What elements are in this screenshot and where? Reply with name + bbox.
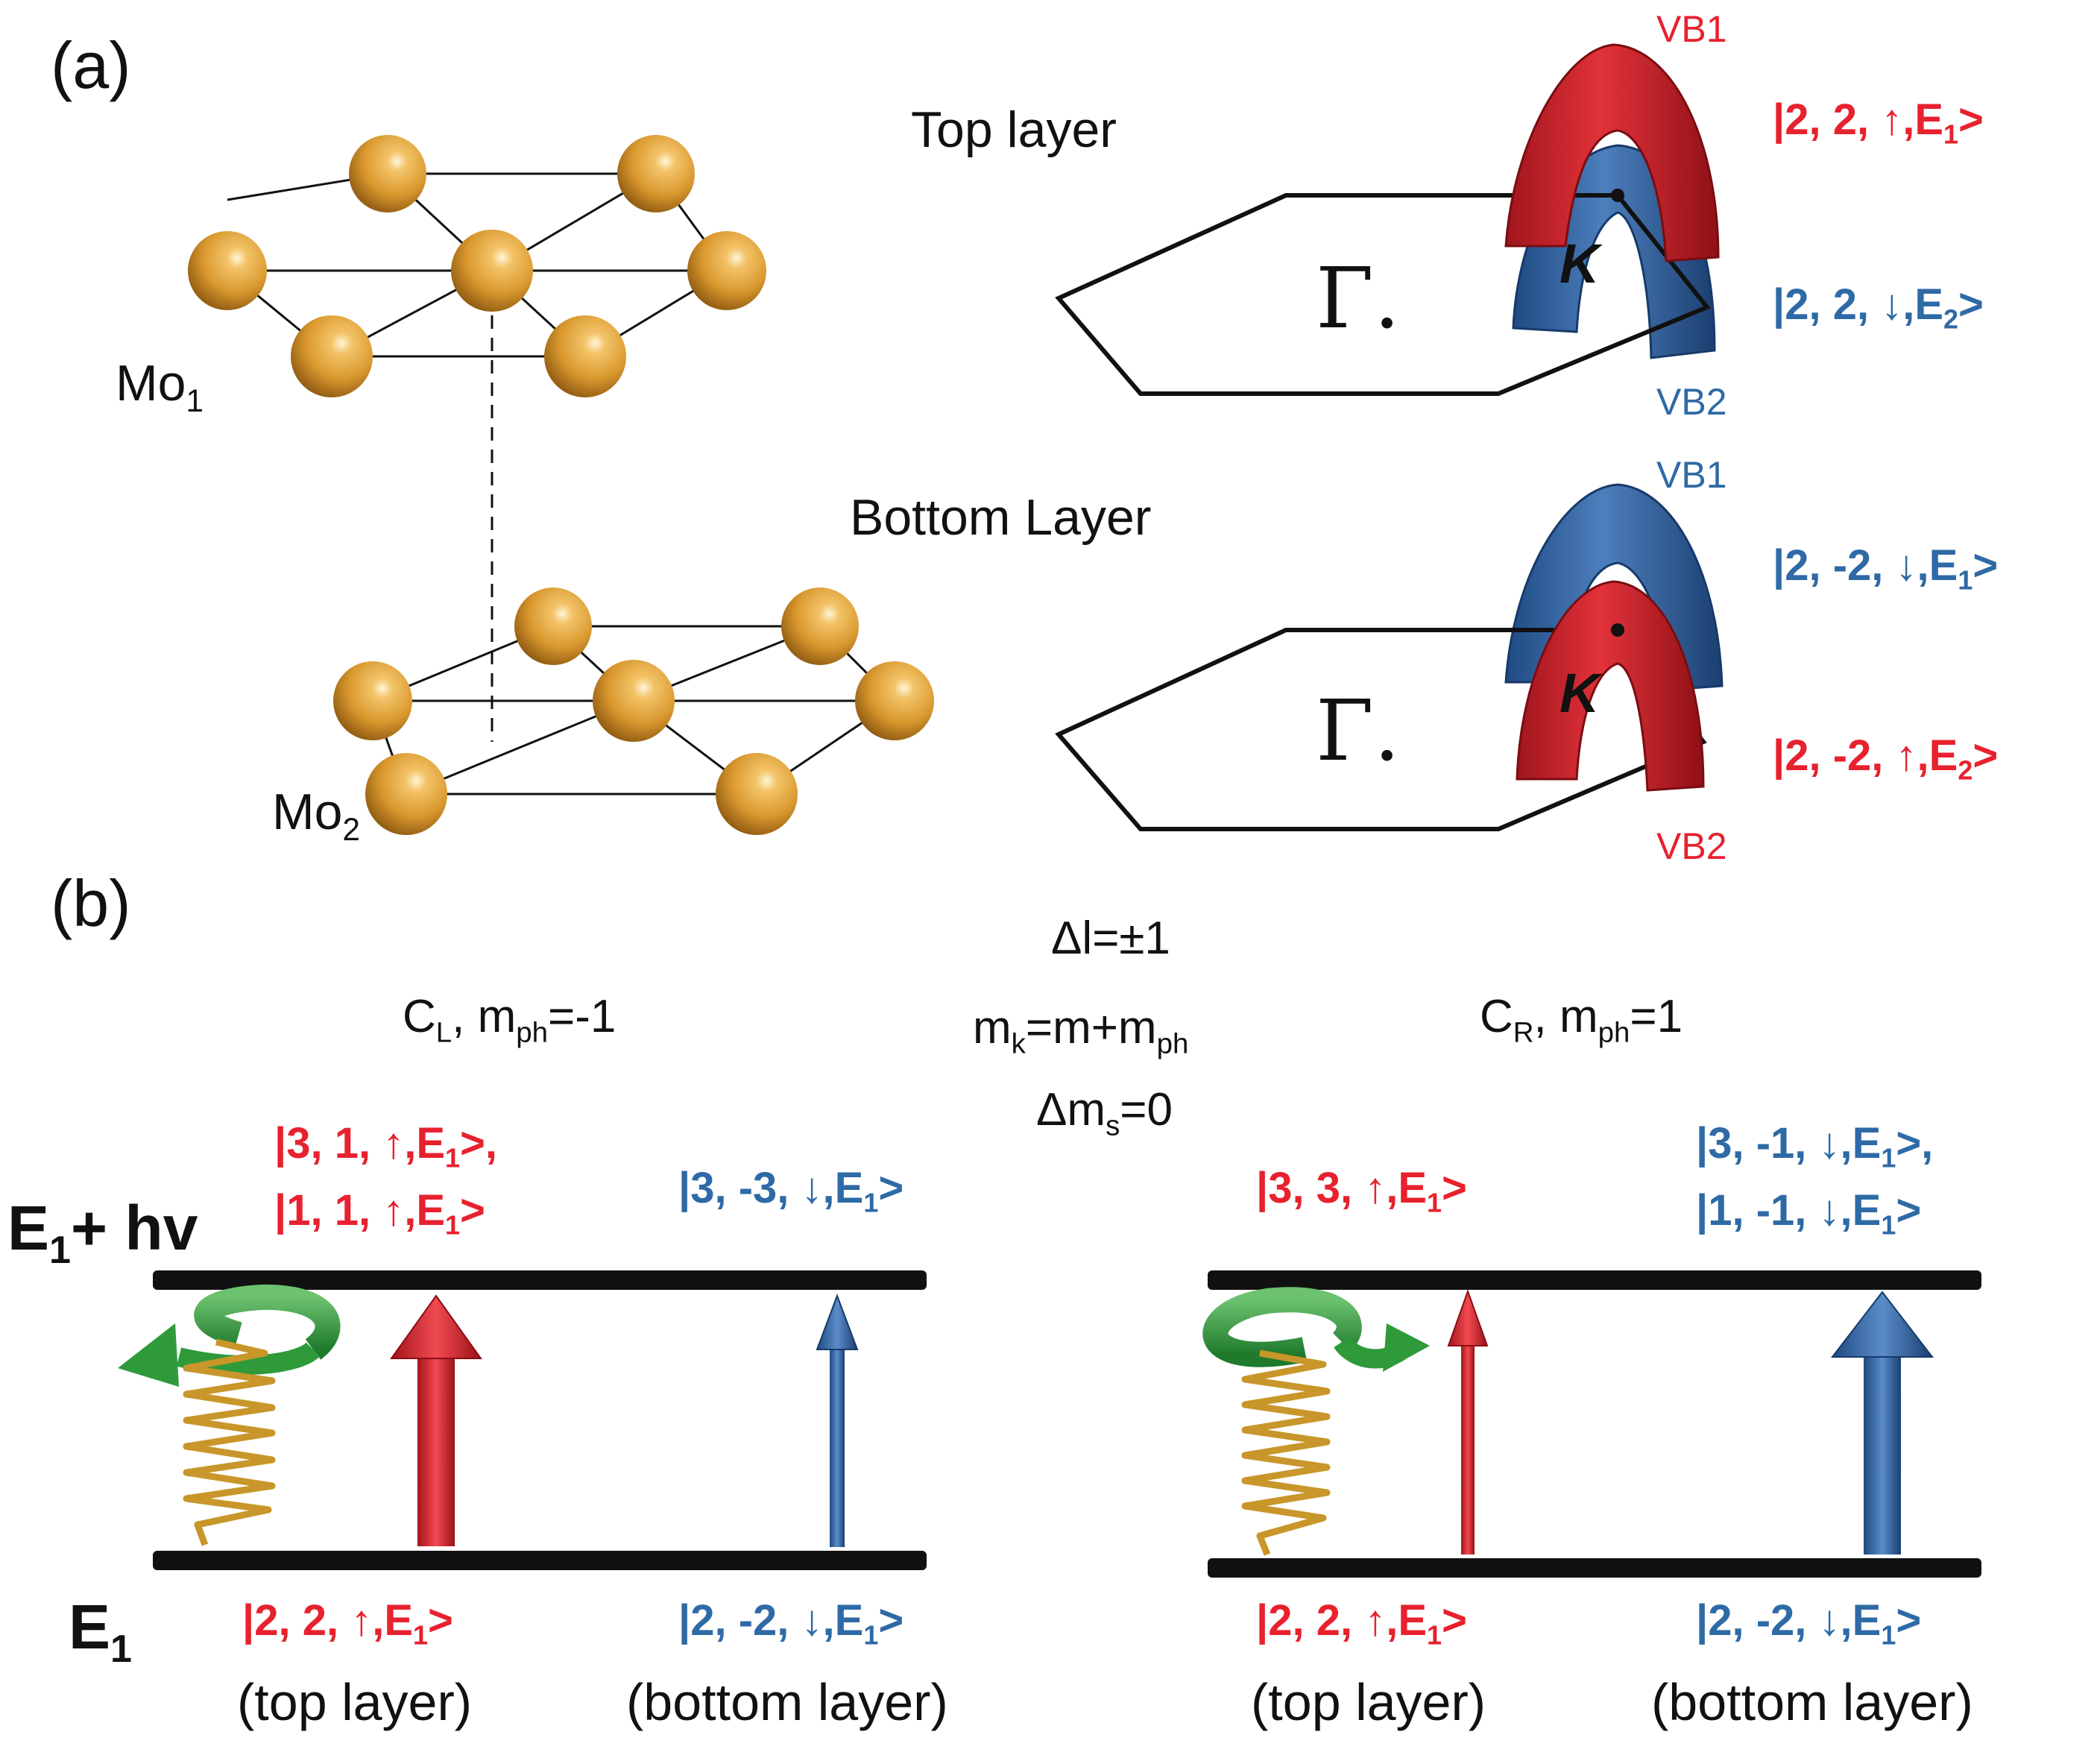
bottom-state-2: |2, -2, ↑,E2> bbox=[1773, 731, 1999, 786]
left-lower-level bbox=[153, 1551, 927, 1570]
left-upper-blue-state: |3, -3, ↓,E1> bbox=[678, 1164, 904, 1218]
right-caption-bottom-layer: (bottom layer) bbox=[1651, 1673, 1973, 1731]
mo1-atom bbox=[291, 315, 373, 397]
top-gamma-label: Γ. bbox=[1316, 251, 1401, 347]
energy-levels bbox=[153, 1270, 1981, 1578]
left-upper-red-state-1: |3, 1, ↑,E1>, bbox=[274, 1119, 497, 1174]
bottom-vb1-label: VB1 bbox=[1656, 454, 1727, 496]
right-upper-blue-state-2: |1, -1, ↓,E1> bbox=[1696, 1186, 1922, 1241]
mo1-atom bbox=[349, 135, 426, 212]
top-vb1-label: VB1 bbox=[1656, 8, 1727, 50]
top-bz-hexagon bbox=[1055, 193, 1711, 396]
right-lower-blue-state: |2, -2, ↓,E1> bbox=[1696, 1596, 1922, 1651]
bottom-k-label: K bbox=[1560, 662, 1600, 724]
left-circular-arrow-icon bbox=[118, 1284, 341, 1387]
panel-label-a: (a) bbox=[51, 28, 131, 102]
mo-atoms bbox=[188, 135, 934, 835]
top-layer-title: Top layer bbox=[911, 101, 1117, 158]
mo2-atom bbox=[365, 753, 447, 835]
right-lower-level bbox=[1208, 1558, 1981, 1578]
mo2-atom bbox=[593, 660, 675, 742]
right-photon-spring-icon bbox=[1241, 1349, 1331, 1556]
mo2-atom bbox=[333, 661, 412, 740]
mo1-atom bbox=[188, 231, 267, 310]
right-circular-arrow-icon bbox=[1202, 1287, 1430, 1372]
mo2-atom bbox=[855, 661, 934, 740]
mo1-atom bbox=[617, 135, 695, 212]
bottom-gamma-label: Γ. bbox=[1316, 683, 1401, 780]
top-vb2-label: VB2 bbox=[1656, 381, 1727, 423]
left-photon-spring-icon bbox=[183, 1338, 276, 1546]
top-state-1: |2, 2, ↑,E1> bbox=[1773, 95, 1984, 150]
top-k-point bbox=[1611, 189, 1624, 202]
right-upper-blue-state-1: |3, -1, ↓,E1>, bbox=[1696, 1119, 1934, 1174]
right-polarization-label: CR, mph=1 bbox=[1480, 991, 1683, 1049]
top-bz bbox=[1055, 43, 1720, 396]
right-upper-red-state: |3, 3, ↑,E1> bbox=[1256, 1164, 1467, 1218]
right-blue-arrow bbox=[1830, 1291, 1934, 1554]
left-lower-blue-state: |2, -2, ↓,E1> bbox=[678, 1596, 904, 1651]
bottom-state-1: |2, -2, ↓,E1> bbox=[1773, 541, 1999, 596]
mo1-atom bbox=[544, 315, 626, 397]
upper-level-label: E1+ hv bbox=[7, 1193, 198, 1273]
bottom-bz-hexagon bbox=[1055, 628, 1707, 831]
left-polarization-label: CL, mph=-1 bbox=[403, 991, 616, 1049]
lower-level-label: E1 bbox=[69, 1592, 132, 1672]
top-band-upper bbox=[1504, 43, 1720, 262]
mo2-atom bbox=[514, 588, 592, 665]
rule-mk: mk=m+mph bbox=[973, 1002, 1189, 1060]
right-caption-top-layer: (top layer) bbox=[1251, 1673, 1486, 1731]
right-upper-level bbox=[1208, 1270, 1981, 1290]
top-k-label: K bbox=[1560, 233, 1600, 294]
bottom-bz bbox=[1055, 483, 1724, 831]
mo2-label: Mo2 bbox=[272, 784, 360, 847]
right-red-arrow bbox=[1447, 1289, 1489, 1554]
panel-label-b: (b) bbox=[51, 866, 131, 940]
left-caption-top-layer: (top layer) bbox=[237, 1673, 473, 1731]
right-lower-red-state: |2, 2, ↑,E1> bbox=[1256, 1596, 1467, 1651]
rule-delta-l: Δl=±1 bbox=[1051, 913, 1170, 964]
mo1-atom bbox=[451, 230, 533, 312]
left-upper-level bbox=[153, 1270, 927, 1290]
left-red-arrow bbox=[390, 1294, 482, 1546]
top-state-2: |2, 2, ↓,E2> bbox=[1773, 280, 1984, 335]
left-upper-red-state-2: |1, 1, ↑,E1> bbox=[274, 1186, 485, 1241]
left-lower-red-state: |2, 2, ↑,E1> bbox=[242, 1596, 453, 1651]
bottom-band-lower bbox=[1516, 580, 1705, 792]
mo2-atom bbox=[781, 588, 859, 665]
rule-delta-ms: Δms=0 bbox=[1036, 1084, 1173, 1142]
bottom-vb2-label: VB2 bbox=[1656, 825, 1727, 867]
mo2-atom bbox=[716, 753, 798, 835]
mo1-label: Mo1 bbox=[116, 355, 204, 418]
bottom-k-point bbox=[1611, 623, 1624, 637]
mo1-atom bbox=[687, 231, 766, 310]
bottom-layer-title: Bottom Layer bbox=[850, 489, 1152, 546]
left-caption-bottom-layer: (bottom layer) bbox=[626, 1673, 948, 1731]
left-blue-arrow bbox=[816, 1294, 859, 1547]
